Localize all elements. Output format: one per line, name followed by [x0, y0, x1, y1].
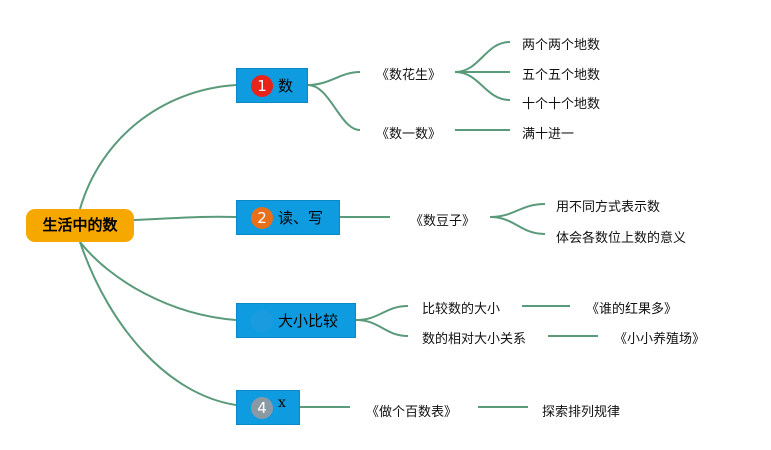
topic-count-by-tens[interactable]: 十个十个地数	[522, 97, 601, 112]
branch-4-node[interactable]: 4 x	[236, 390, 300, 425]
topic-relative-size[interactable]: 数的相对大小关系	[422, 332, 527, 347]
topic-book-hundred-chart[interactable]: 《做个百数表》	[366, 405, 458, 420]
topic-book-count-beans[interactable]: 《数豆子》	[410, 214, 476, 229]
number-badge: 4	[251, 397, 273, 419]
branch-3-node[interactable]: 3 大小比较	[236, 303, 356, 338]
topic-book-small-farm[interactable]: 《小小养殖场》	[614, 332, 706, 347]
topic-compare-numbers[interactable]: 比较数的大小	[422, 302, 501, 317]
topic-book-count[interactable]: 《数一数》	[376, 127, 442, 142]
branch-label: 数	[278, 77, 294, 95]
number-badge: 1	[251, 74, 273, 97]
topic-book-count-peanuts[interactable]: 《数花生》	[376, 68, 442, 83]
topic-carry-ten[interactable]: 满十进一	[522, 127, 575, 142]
topic-count-by-twos[interactable]: 两个两个地数	[522, 38, 601, 53]
topic-count-by-fives[interactable]: 五个五个地数	[522, 68, 601, 83]
branch-2-node[interactable]: 2 读、写	[236, 200, 340, 235]
root-node[interactable]: 生活中的数	[26, 209, 134, 242]
number-badge: 3	[251, 309, 273, 332]
topic-represent-numbers[interactable]: 用不同方式表示数	[556, 200, 661, 215]
topic-place-value[interactable]: 体会各数位上数的意义	[556, 231, 687, 246]
topic-book-red-fruits[interactable]: 《谁的红果多》	[586, 302, 678, 317]
branch-label: 大小比较	[278, 312, 339, 330]
branch-1-node[interactable]: 1 数	[236, 68, 308, 103]
topic-explore-patterns[interactable]: 探索排列规律	[542, 405, 621, 420]
branch-label: x	[278, 395, 286, 411]
branch-label: 读、写	[278, 209, 324, 227]
number-badge: 2	[251, 206, 273, 229]
